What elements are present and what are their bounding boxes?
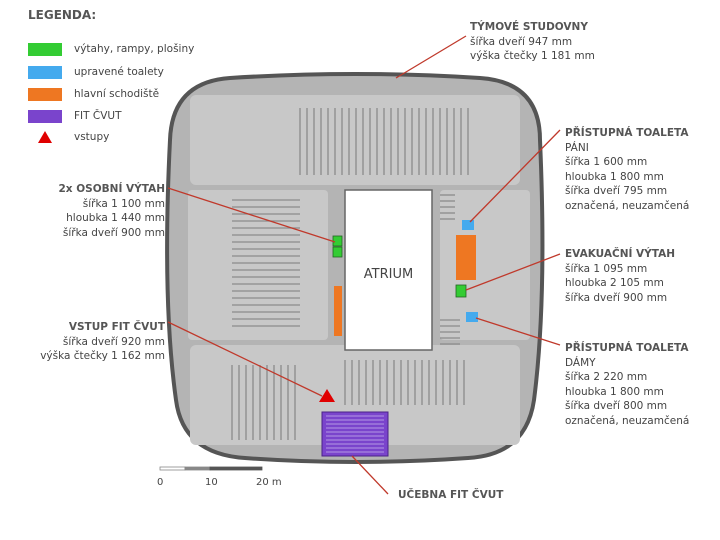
annotation-personal-elevator: 2x OSOBNÍ VÝTAH šířka 1 100 mm hloubka 1… [59,182,166,240]
legend-item-elevators: výtahy, rampy, plošiny [28,42,194,56]
pointer-entrance [167,321,323,397]
legend-label: vstupy [74,131,110,143]
legend-item-stairs: hlavní schodiště [28,87,159,101]
annotation-line: výška čtečky 1 181 mm [470,50,595,62]
pointer-elevator [167,187,336,243]
entrance-triangle-icon [38,131,52,143]
annotation-fit-entrance: VSTUP FIT ČVUT šířka dveří 920 mm výška … [40,320,165,364]
annotation-title: PŘÍSTUPNÁ TOALETA [565,127,689,139]
annotation-title: TÝMOVÉ STUDOVNY [470,21,588,33]
annotation-line: označená, neuzamčená [565,199,690,212]
legend-label: upravené toalety [74,66,164,78]
pointer-classroom [351,455,389,495]
annotation-line: hloubka 1 800 mm [565,385,664,398]
annotation-line: šířka dveří 795 mm [565,185,668,197]
atrium-void [344,189,433,351]
stair-right [456,235,476,280]
legend-swatch [28,65,62,79]
annotation-line: šířka dveří 900 mm [62,226,165,239]
scale-label-0: 0 [157,477,164,488]
stair-left [334,286,342,336]
atrium-label: ATRIUM [363,267,414,282]
elevator-evac [455,284,467,298]
classroom-seats [326,415,384,453]
shelf-rows [231,108,469,440]
pointer-toilet-men [469,129,561,223]
annotation-line: hloubka 1 800 mm [565,170,664,183]
annotation-title: EVAKUAČNÍ VÝTAH [565,248,676,260]
annotation-title: PŘÍSTUPNÁ TOALETA [565,342,689,354]
annotation-line: šířka dveří 900 mm [565,291,668,304]
annotation-line: označená, neuzamčená [565,414,690,427]
fit-classroom [321,411,389,457]
annotation-line: šířka 1 095 mm [565,262,648,275]
pointer-lines [167,35,561,495]
pointer-teams [395,35,467,79]
annotation-line: šířka 1 100 mm [82,197,165,210]
legend-label: hlavní schodiště [74,88,160,100]
legend-title: LEGENDA: [28,8,97,22]
annotation-team-rooms: TÝMOVÉ STUDOVNY šířka dveří 947 mm výška… [470,20,595,64]
annotation-title: UČEBNA FIT ČVUT [398,489,504,501]
legend-label: výtahy, rampy, plošiny [74,43,195,55]
annotation-title: VSTUP FIT ČVUT [68,321,165,333]
legend-item-toilets: upravené toalety [28,65,164,79]
toilet-men [462,220,474,230]
annotation-line: šířka dveří 920 mm [62,335,165,348]
scale-bar [159,466,263,471]
elevator-personal-1 [332,235,343,247]
annotation-evac-elevator: EVAKUAČNÍ VÝTAH šířka 1 095 mm hloubka 2… [565,247,675,305]
annotation-line: hloubka 1 440 mm [66,212,165,224]
legend-label: FIT ČVUT [74,110,122,122]
entrance-marker [319,389,335,402]
pointer-toilet-women [475,317,561,346]
annotation-line: šířka 2 220 mm [565,371,648,383]
legend-item-fit: FIT ČVUT [28,109,122,123]
legend-swatch [28,87,62,101]
annotation-fit-classroom: UČEBNA FIT ČVUT [398,488,503,503]
annotation-line: hloubka 2 105 mm [565,277,664,289]
pointer-evac [465,253,561,291]
annotation-line: šířka dveří 947 mm [470,35,573,48]
annotation-line: šířka dveří 800 mm [565,400,668,412]
annotation-line: DÁMY [565,356,596,369]
annotation-toilet-men: PŘÍSTUPNÁ TOALETA PÁNI šířka 1 600 mm hl… [565,126,689,213]
annotation-line: PÁNI [565,141,589,154]
legend-swatch [28,42,62,56]
legend-item-entrances: vstupy [28,130,109,144]
annotation-toilet-women: PŘÍSTUPNÁ TOALETA DÁMY šířka 2 220 mm hl… [565,341,689,428]
annotation-line: výška čtečky 1 162 mm [40,350,165,362]
scale-label-10: 10 [205,477,218,488]
legend-swatch [28,109,62,123]
annotation-title: 2x OSOBNÍ VÝTAH [58,183,166,195]
elevator-personal-2 [332,246,343,258]
annotation-line: šířka 1 600 mm [565,156,648,168]
scale-label-20: 20 m [256,477,282,488]
toilet-women [466,312,478,322]
